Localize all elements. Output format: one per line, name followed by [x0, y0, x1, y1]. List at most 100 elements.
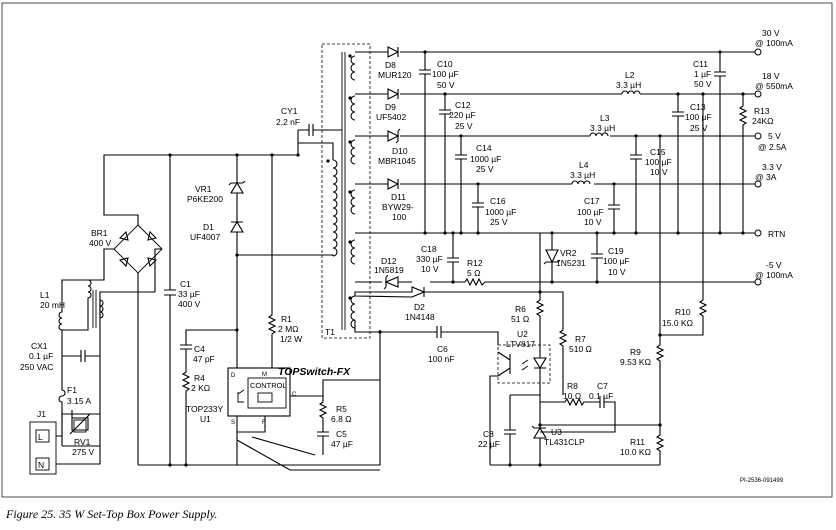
label-d2-part: 1N4148	[405, 312, 435, 322]
label-c10: C10	[437, 59, 453, 69]
label-c14: C14	[476, 143, 492, 153]
label-cx1-voltage: 250 VAC	[20, 362, 53, 372]
label-vr1-part: P6KE200	[187, 194, 223, 204]
label-d8-part: MUR120	[378, 70, 412, 80]
label-c6: C6	[437, 344, 448, 354]
label-j1-l: L	[38, 432, 43, 442]
optocoupler-u2	[497, 344, 551, 384]
label-d1: D1	[203, 222, 214, 232]
label-18v: 18 V	[762, 71, 780, 81]
label-r7: R7	[575, 334, 586, 344]
label-r8-value: 10 Ω	[563, 391, 581, 401]
label-c12-value: 220 µF	[449, 110, 476, 120]
label-30v-current: @ 100mA	[755, 38, 793, 48]
topswitch-u1	[227, 367, 291, 417]
label-r4: R4	[194, 373, 205, 383]
terminal-m5v	[754, 278, 762, 286]
label-l3-value: 3.3 µH	[590, 123, 615, 133]
label-d11-part: BYW29-	[382, 202, 414, 212]
input-section: L N J1 F1 3.15 A RV1 275 V CX1 0.1 µF 25…	[20, 153, 381, 475]
label-u3-part: TL431CLP	[544, 437, 585, 447]
label-pin-s: S	[231, 420, 235, 426]
label-c8: C8	[483, 429, 494, 439]
label-r4-value: 2 KΩ	[191, 383, 210, 393]
terminal-rtn	[754, 229, 762, 237]
label-br1-value: 400 V	[89, 238, 112, 248]
label-c5-value: 47 µF	[331, 439, 353, 449]
label-c12: C12	[455, 100, 471, 110]
label-d2: D2	[414, 302, 425, 312]
label-c18: C18	[421, 244, 437, 254]
output-rails	[355, 51, 755, 283]
label-30v: 30 V	[762, 28, 780, 38]
label-r9-value: 9.53 KΩ	[620, 357, 651, 367]
label-rv1: RV1	[74, 437, 91, 447]
label-c4: C4	[194, 344, 205, 354]
label-d10: D10	[392, 146, 408, 156]
label-c15-value: 100 µF	[645, 157, 672, 167]
label-pin-f: F	[262, 420, 266, 426]
label-r10-value: 15.0 KΩ	[662, 318, 693, 328]
label-l4: L4	[579, 160, 589, 170]
label-rv1-value: 275 V	[72, 447, 95, 457]
label-u1-part: TOP233Y	[186, 404, 224, 414]
label-5v: 5 V	[768, 131, 781, 141]
label-vr2-part: 1N5231	[556, 258, 586, 268]
diagram-border	[1, 2, 833, 498]
label-vr1: VR1	[195, 184, 212, 194]
label-cx1-value: 0.1 µF	[29, 351, 53, 361]
label-u1: U1	[200, 414, 211, 424]
label-r9: R9	[630, 347, 641, 357]
feedback-section: R6 51 Ω R7 510 Ω U2 LTV817 R8 10 Ω C7 0.…	[478, 92, 708, 467]
label-c14-voltage: 25 V	[476, 164, 494, 174]
label-c7-value: 0.1 µF	[589, 391, 613, 401]
label-c6-value: 100 nF	[428, 354, 454, 364]
label-control: CONTROL	[250, 381, 287, 390]
label-l1-value: 20 mH	[40, 300, 65, 310]
label-u2: U2	[517, 329, 528, 339]
label-c17: C17	[584, 196, 600, 206]
label-c11-voltage: 50 V	[694, 79, 712, 89]
terminal-18v	[754, 90, 762, 98]
label-r11-value: 10.0 KΩ	[620, 447, 651, 457]
label-d10-part: MBR1045	[378, 156, 416, 166]
label-pin-m: M	[262, 372, 267, 378]
label-c15-voltage: 10 V	[650, 167, 668, 177]
label-l3: L3	[600, 113, 610, 123]
label-c10-voltage: 50 V	[437, 80, 455, 90]
label-c17-value: 100 µF	[577, 207, 604, 217]
label-c13-voltage: 25 V	[690, 123, 708, 133]
label-5v-current: @ 2.5A	[758, 142, 787, 152]
label-r13: R13	[754, 106, 770, 116]
label-m5v-current: @ 100mA	[755, 270, 793, 280]
figure-caption: Figure 25. 35 W Set-Top Box Power Supply…	[5, 507, 217, 521]
label-c5: C5	[336, 429, 347, 439]
label-r6: R6	[515, 304, 526, 314]
label-f1: F1	[67, 385, 77, 395]
label-18v-current: @ 550mA	[755, 81, 793, 91]
label-l2: L2	[625, 70, 635, 80]
label-pin-d: D	[231, 373, 236, 379]
connector-j1	[29, 421, 57, 475]
label-r1: R1	[281, 314, 292, 324]
label-r8: R8	[567, 381, 578, 391]
label-r10: R10	[675, 307, 691, 317]
drawing-number: PI-2536-091499	[740, 478, 784, 484]
label-c17-voltage: 10 V	[584, 217, 602, 227]
label-c14-value: 1000 µF	[470, 154, 501, 164]
label-d9: D9	[385, 102, 396, 112]
label-r7-value: 510 Ω	[569, 344, 592, 354]
label-d12: D12	[381, 256, 397, 266]
label-c16-value: 1000 µF	[485, 207, 516, 217]
label-t1: T1	[325, 327, 335, 337]
label-l2-value: 3.3 µH	[616, 80, 641, 90]
label-c16-voltage: 25 V	[490, 217, 508, 227]
output-terminals	[754, 48, 762, 286]
label-c1-value: 33 µF	[178, 289, 200, 299]
label-r13-value: 24KΩ	[752, 116, 773, 126]
label-j1-n: N	[38, 460, 44, 470]
terminal-30v	[754, 48, 762, 56]
label-r12: R12	[467, 258, 483, 268]
label-c16: C16	[490, 196, 506, 206]
